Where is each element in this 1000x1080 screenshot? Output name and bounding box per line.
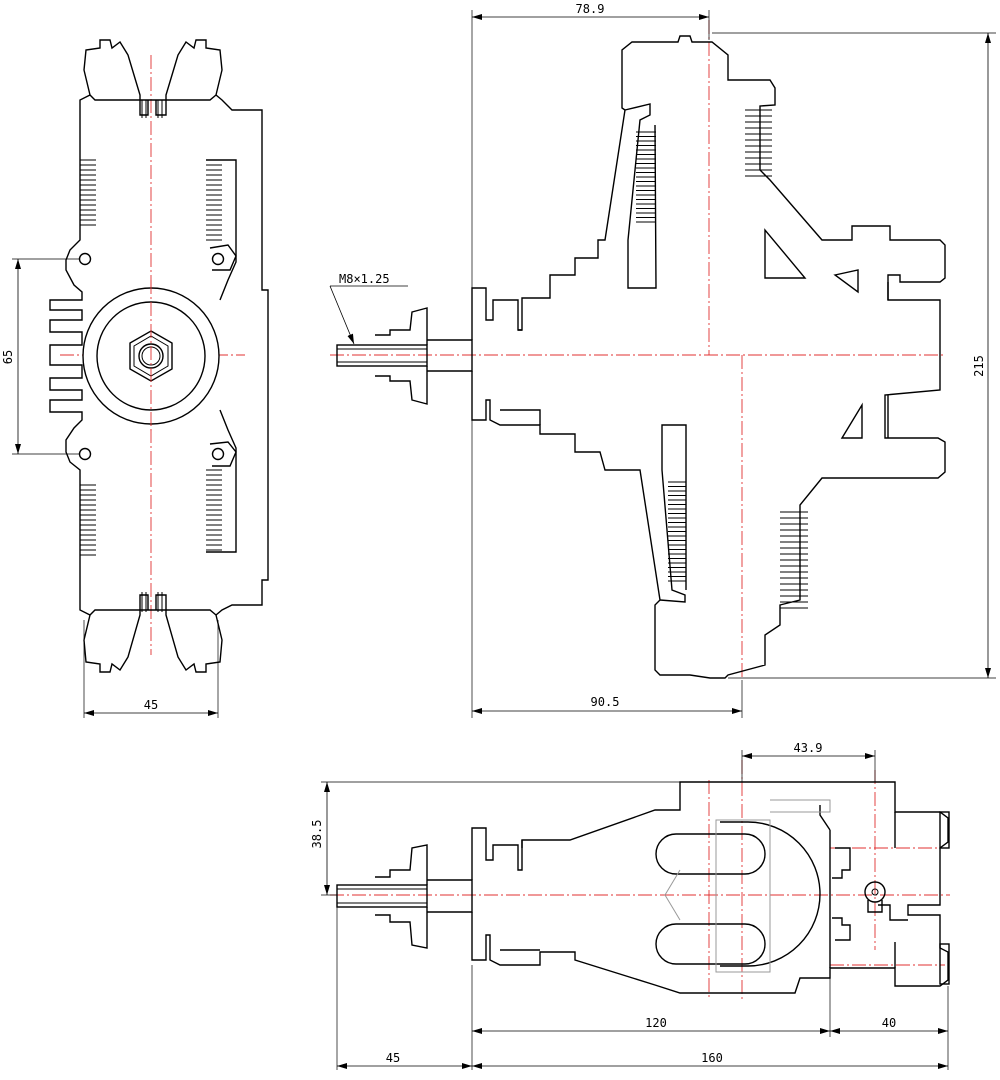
side-mid-step [500, 329, 541, 425]
side-view: M8×1.25 78.9 90.5 215 [329, 2, 996, 718]
dim-hole-spacing-label: 65 [1, 350, 15, 364]
side-shaft [336, 344, 428, 367]
dim-top-offset-label: 43.9 [794, 741, 823, 755]
side-inner-wall-top [624, 103, 657, 289]
top-circular-cover [720, 821, 821, 967]
dim-side-top-label: 78.9 [576, 2, 605, 16]
dim-top-40-label: 40 [882, 1016, 896, 1030]
front-boss-top-right [209, 244, 237, 271]
thread-spec-label: M8×1.25 [339, 272, 390, 286]
top-slot-lower [655, 923, 766, 965]
dim-top-height-label: 38.5 [310, 820, 324, 849]
side-body-outline [471, 35, 946, 679]
top-shaft [336, 884, 428, 908]
dim-side-bottom-label: 90.5 [591, 695, 620, 709]
top-inner-wall [500, 805, 896, 968]
dim-top-shaft-label: 45 [386, 1051, 400, 1065]
side-shaft-flange [375, 307, 473, 405]
side-inner-wall-bottom [659, 424, 687, 603]
top-outlet-upper [939, 811, 950, 849]
side-window-triangle-2 [833, 269, 859, 294]
front-mount-hole-bottom-right [211, 447, 225, 461]
front-top-ear-right [155, 39, 223, 116]
side-window-triangle-1 [764, 228, 807, 279]
dim-side-height-label: 215 [972, 355, 986, 377]
front-mount-hole-bottom-left [78, 447, 92, 461]
top-fitting-outer [864, 881, 886, 903]
top-right-brackets [832, 847, 908, 941]
front-mount-hole-top-left [78, 252, 92, 266]
dim-top-total-label: 160 [701, 1051, 723, 1065]
dim-front-width-label: 45 [144, 698, 158, 712]
front-boss-bottom-right [209, 441, 237, 467]
front-body-outline [49, 94, 269, 616]
front-mount-hole-top-right [211, 252, 225, 266]
side-window-triangle-3 [840, 402, 863, 439]
front-view: 45 65 [1, 39, 269, 718]
front-right-channel-top [206, 159, 237, 301]
top-top-lip [770, 799, 831, 813]
front-cooling-fins [80, 159, 222, 556]
front-bottom-ear-right [155, 594, 223, 673]
dim-top-120-label: 120 [645, 1016, 667, 1030]
top-outlet-lower [939, 943, 950, 985]
top-body-outline [471, 781, 949, 994]
front-bottom-ear-left [83, 594, 149, 673]
top-shaft-flange [375, 844, 473, 949]
top-view: 43.9 38.5 120 40 45 160 [310, 741, 950, 1070]
top-slot-upper [655, 833, 766, 875]
front-top-ear-left [83, 39, 149, 116]
side-cooling-fins [636, 109, 808, 609]
top-cover-outline [664, 819, 771, 973]
top-fitting-inner [871, 888, 879, 896]
thread-leader-arrow [329, 285, 355, 345]
top-fitting-stem [867, 900, 883, 913]
front-right-channel-bottom [206, 409, 237, 553]
